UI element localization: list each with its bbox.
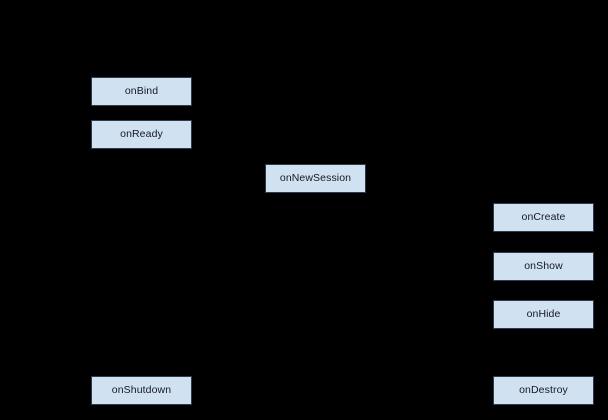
node-on-new-session[interactable]: onNewSession [265,164,366,193]
node-label-on-destroy: onDestroy [519,384,568,397]
node-label-on-shutdown: onShutdown [111,384,172,397]
node-label-on-bind: onBind [124,85,159,98]
node-label-on-new-session: onNewSession [279,172,352,185]
node-label-on-create: onCreate [521,211,566,224]
node-on-show[interactable]: onShow [493,252,594,281]
node-on-shutdown[interactable]: onShutdown [91,376,192,405]
node-label-on-ready: onReady [120,128,163,141]
node-on-create[interactable]: onCreate [493,203,594,232]
node-on-bind[interactable]: onBind [91,77,192,106]
node-label-on-hide: onHide [526,308,561,321]
node-on-destroy[interactable]: onDestroy [493,376,594,405]
node-label-on-show: onShow [524,260,563,273]
node-on-hide[interactable]: onHide [493,300,594,329]
node-on-ready[interactable]: onReady [91,120,192,149]
